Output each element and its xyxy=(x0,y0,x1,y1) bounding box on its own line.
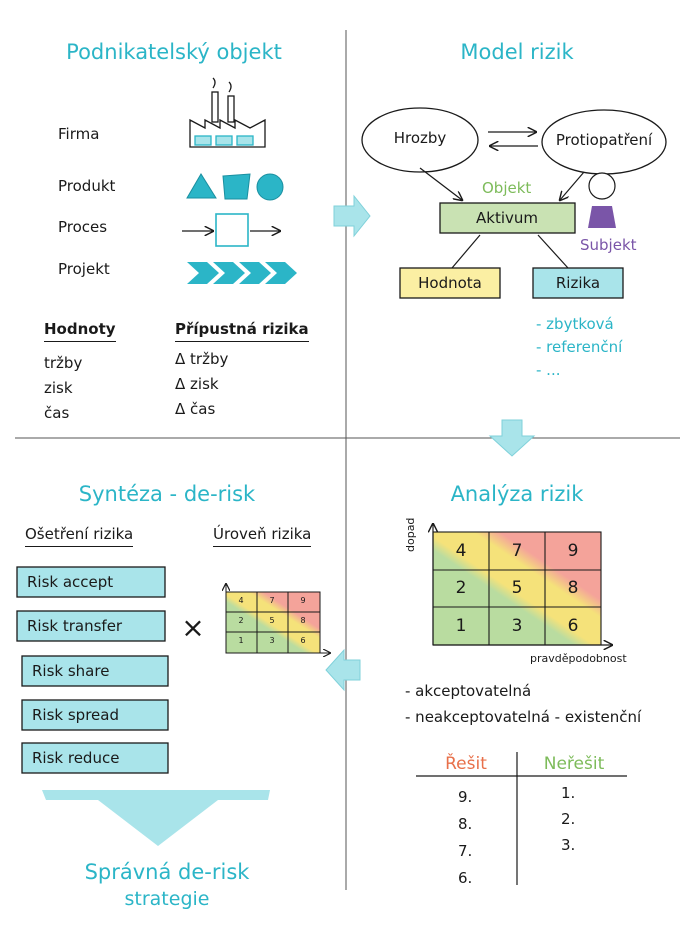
value-label: Hodnota xyxy=(418,274,482,292)
matrix-cell: 4 xyxy=(455,541,467,561)
arrow-down-icon xyxy=(488,419,536,457)
matrix-cell: 9 xyxy=(567,541,579,561)
treatment-item: Risk transfer xyxy=(27,617,123,635)
product-shapes-icon xyxy=(186,173,284,201)
matrix-cell: 6 xyxy=(567,616,579,636)
treatment-item: Risk spread xyxy=(32,706,119,724)
row-firma: Firma xyxy=(58,125,100,143)
nosolve-item: 1. xyxy=(561,784,576,802)
object-label: Objekt xyxy=(482,179,532,197)
value-item: tržby xyxy=(44,354,83,372)
threats-label: Hrozby xyxy=(393,129,447,147)
treatment-header: Ošetření rizika xyxy=(25,527,134,547)
matrix-cell: 1 xyxy=(455,616,467,636)
y-axis-label: dopad xyxy=(404,517,417,552)
subject-person-icon xyxy=(588,172,616,228)
arrow-right-icon xyxy=(333,194,371,238)
risk-item: Δ čas xyxy=(175,400,216,418)
q1-title: Podnikatelský objekt xyxy=(66,40,282,64)
small-matrix-cell: 8 xyxy=(300,616,306,625)
risks-header: Přípustná rizika xyxy=(175,322,309,342)
solve-header: Řešit xyxy=(445,754,487,774)
risk-matrix-large xyxy=(433,524,612,645)
row-proces: Proces xyxy=(58,218,108,236)
values-header: Hodnoty xyxy=(44,322,116,342)
treatment-item: Risk share xyxy=(32,662,110,680)
countermeasures-label: Protiopatření xyxy=(555,131,653,149)
row-produkt: Produkt xyxy=(58,177,116,195)
nosolve-item: 3. xyxy=(561,836,576,854)
category-item: - neakceptovatelná - existenční xyxy=(405,708,642,726)
matrix-cell: 5 xyxy=(511,578,523,598)
risk-type: - zbytková xyxy=(536,315,614,333)
matrix-cell: 7 xyxy=(511,541,523,561)
risk-item: Δ zisk xyxy=(175,375,219,393)
level-header: Úroveň rizika xyxy=(213,527,312,547)
row-projekt: Projekt xyxy=(58,260,110,278)
risk-type: - referenční xyxy=(536,338,623,356)
solve-item: 7. xyxy=(458,842,473,860)
matrix-cell: 8 xyxy=(567,578,579,598)
small-matrix-cell: 9 xyxy=(300,596,306,605)
funnel-arrow-icon xyxy=(42,790,270,846)
risk-type: - ... xyxy=(536,361,561,379)
treatment-boxes xyxy=(16,566,169,774)
q3-title: Analýza rizik xyxy=(450,482,584,506)
circle-icon xyxy=(256,173,284,201)
asset-box xyxy=(439,202,576,234)
subject-label: Subjekt xyxy=(580,236,637,254)
solve-item: 9. xyxy=(458,788,473,806)
treatment-item: Risk reduce xyxy=(32,749,120,767)
nosolve-header: Neřešit xyxy=(543,754,605,774)
small-matrix-cell: 7 xyxy=(269,596,275,605)
q2-title: Model rizik xyxy=(460,40,574,64)
risks-label: Rizika xyxy=(555,274,601,292)
matrix-cell: 2 xyxy=(455,578,467,598)
matrix-cell: 3 xyxy=(511,616,523,636)
triangle-icon xyxy=(186,173,217,199)
result-line-2: strategie xyxy=(124,888,210,910)
small-matrix-cell: 6 xyxy=(300,636,306,645)
category-item: - akceptovatelná xyxy=(405,682,532,700)
square-icon xyxy=(222,173,251,200)
solve-item: 6. xyxy=(458,869,473,887)
risk-item: Δ tržby xyxy=(175,350,229,368)
threats-ellipse xyxy=(361,107,479,173)
small-matrix-cell: 5 xyxy=(269,616,275,625)
project-chevrons-icon xyxy=(187,262,297,284)
asset-label: Aktivum xyxy=(476,209,538,227)
arrow-left-icon xyxy=(325,648,361,692)
x-axis-label: pravděpodobnost xyxy=(530,652,627,665)
q4-title: Syntéza - de-risk xyxy=(78,482,256,506)
small-matrix-cell: 3 xyxy=(269,636,275,645)
treatment-item: Risk accept xyxy=(27,573,114,591)
solve-item: 8. xyxy=(458,815,473,833)
times-symbol: × xyxy=(181,611,205,644)
nosolve-item: 2. xyxy=(561,810,576,828)
value-item: čas xyxy=(44,404,70,422)
risks-box xyxy=(532,267,624,299)
result-line-1: Správná de-risk xyxy=(84,860,250,884)
small-matrix-cell: 1 xyxy=(238,636,244,645)
small-matrix-cell: 4 xyxy=(238,596,244,605)
factory-icon xyxy=(189,77,266,148)
small-matrix-cell: 2 xyxy=(238,616,244,625)
value-item: zisk xyxy=(44,379,73,397)
process-icon xyxy=(182,213,280,247)
value-box xyxy=(399,267,501,299)
risk-matrix-small xyxy=(226,584,330,653)
